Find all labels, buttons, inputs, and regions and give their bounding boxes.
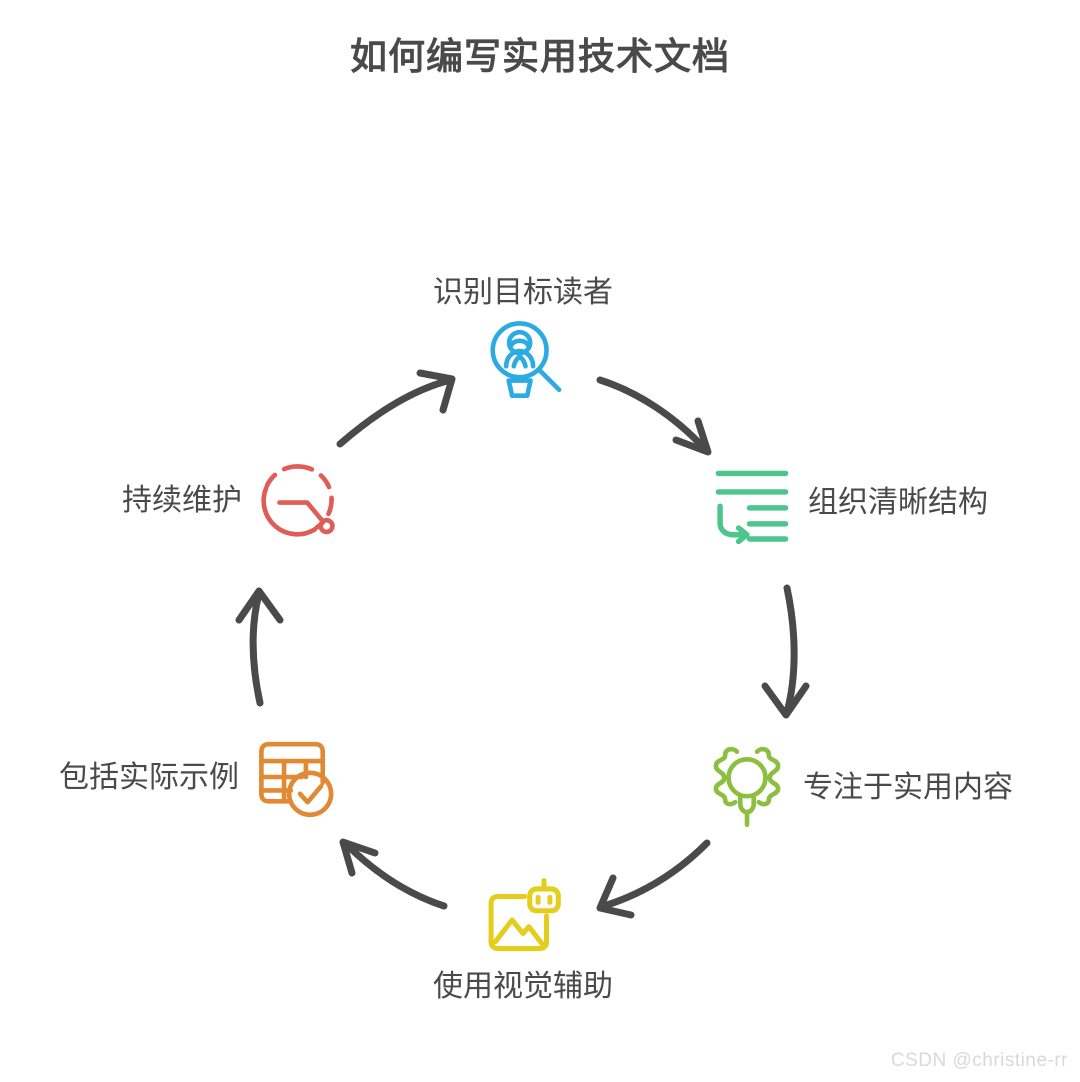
image-robot-icon xyxy=(488,878,561,952)
cycle-node-structure-label: 组织清晰结构 xyxy=(808,485,988,519)
cycle-node-practical[interactable]: 专注于实用内容 xyxy=(705,745,1013,829)
arrow-practical-to-visuals xyxy=(596,839,711,919)
cycle-node-structure[interactable]: 组织清晰结构 xyxy=(710,460,988,544)
person-magnifier-icon xyxy=(490,321,562,398)
cycle-node-maintain[interactable]: 持续维护 xyxy=(122,458,340,542)
cycle-node-visuals-label: 使用视觉辅助 xyxy=(433,970,613,1003)
cycle-node-visuals[interactable]: 使用视觉辅助 xyxy=(433,878,613,1003)
cycle-node-audience[interactable]: 识别目标读者 xyxy=(433,276,613,399)
arrow-visuals-to-examples xyxy=(339,838,448,910)
cycle-node-examples[interactable]: 包括实际示例 xyxy=(59,735,337,819)
page-title: 如何编写实用技术文档 xyxy=(350,36,730,77)
lightbulb-gear-icon xyxy=(713,746,781,828)
indent-lines-icon xyxy=(715,470,789,544)
table-check-icon xyxy=(259,741,334,818)
arrow-structure-to-practical xyxy=(761,584,810,719)
dashed-clock-icon xyxy=(261,464,335,537)
cycle-node-practical-label: 专注于实用内容 xyxy=(803,770,1013,804)
arrow-maintain-to-audience xyxy=(336,369,456,448)
cycle-node-audience-label: 识别目标读者 xyxy=(433,276,613,309)
arrow-examples-to-maintain xyxy=(235,587,284,707)
watermark: CSDN @christine-rr xyxy=(890,1050,1068,1071)
cycle-node-examples-label: 包括实际示例 xyxy=(59,760,239,794)
arrow-audience-to-structure xyxy=(596,376,712,456)
cycle-node-maintain-label: 持续维护 xyxy=(122,483,242,517)
